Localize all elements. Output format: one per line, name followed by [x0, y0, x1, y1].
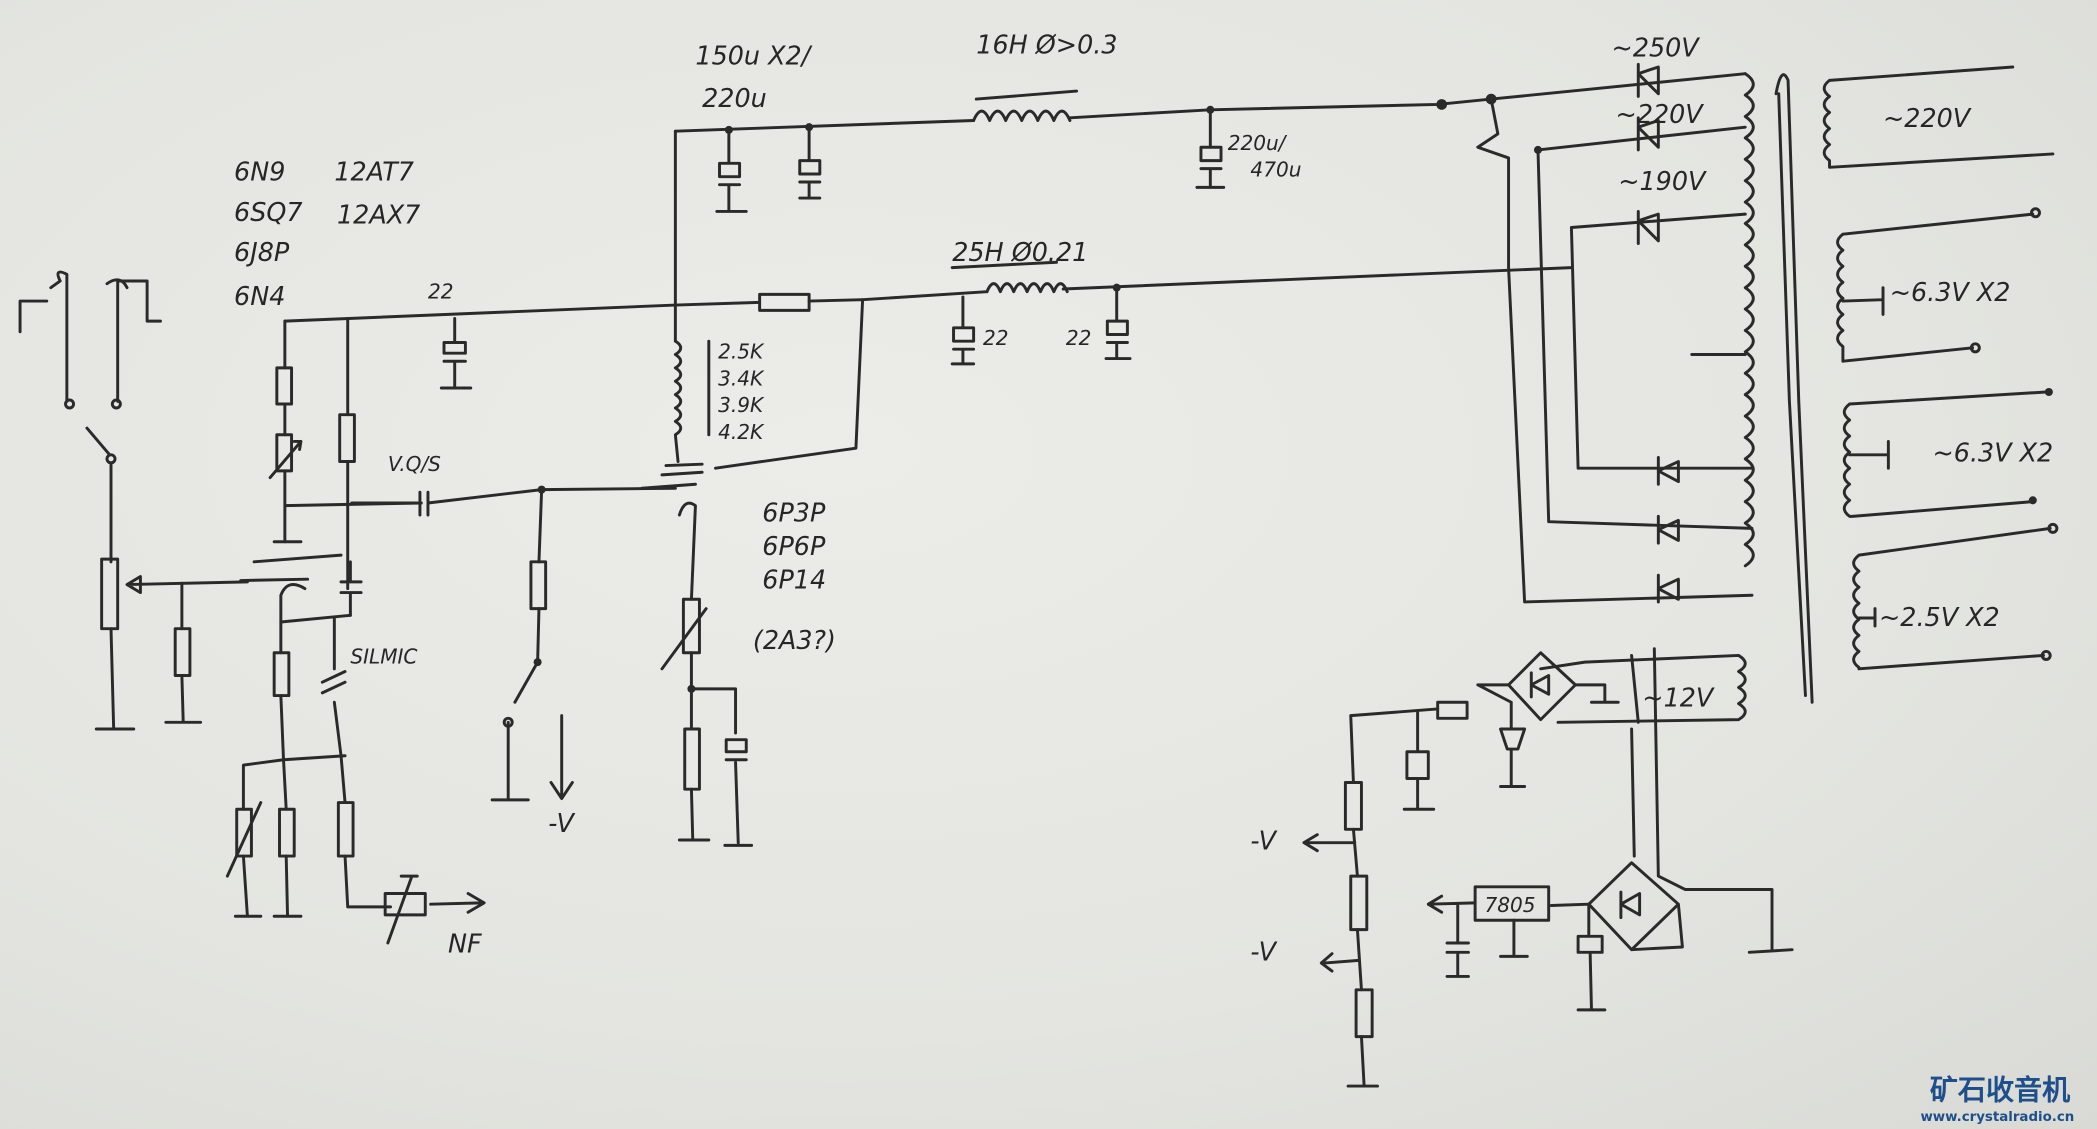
choke-1-label: 16H Ø>0.3 [976, 30, 1117, 60]
schematic-label: ~6.3V X2 [1933, 438, 2054, 468]
volume-pot [100, 557, 249, 724]
output-tube: 6P3P 6P6P 6P14 (2A3?) [640, 462, 836, 847]
schematic-label: ~2.5V X2 [1879, 602, 2000, 632]
schematic-label: 6J8P [234, 237, 290, 267]
preamp-tube-labels: 6N9 6SQ7 6J8P 6N4 12AT7 12AX7 [234, 157, 420, 311]
power-transformer: ~220V ~6.3V X2 ~6.3V X2 ~2.5V X2 [1690, 65, 2059, 704]
input-jacks [18, 270, 162, 410]
schematic-label: 4.2K [718, 420, 765, 444]
schematic-label: 6N9 [234, 157, 285, 187]
schematic-label: 220u [702, 83, 767, 113]
b-plus-filter: 150u X2/ 220u 16H Ø>0.3 220u/ 470u [673, 30, 1493, 213]
decoupling-cap-label: 22 [428, 279, 454, 303]
schematic-label: 22 [983, 326, 1009, 350]
schematic-label: -V [1250, 936, 1277, 966]
aux-winding-label: ~12V [1642, 682, 1715, 712]
schematic-label: 3.4K [718, 366, 765, 390]
schematic-label: 22 [1066, 326, 1092, 350]
bias-neg-v-label: -V [548, 808, 575, 838]
schematic-label: 6P14 [762, 565, 826, 595]
schematic-label: 12AX7 [337, 199, 420, 229]
schematic-label: -V [1250, 825, 1277, 855]
schematic-label: ~250V [1612, 32, 1701, 62]
primary-label: ~220V [1883, 103, 1972, 133]
schematic-label: www.crystalradio.cn [1920, 1110, 2074, 1125]
schematic-label: ~220V [1616, 99, 1705, 129]
choke-2-label: 25H Ø0.21 [952, 237, 1088, 267]
filter-caps-label: 150u X2/ [695, 40, 812, 70]
schematic-label: 3.9K [718, 393, 765, 417]
schematic-label: 2.5K [718, 340, 765, 364]
input-selector-switch [85, 426, 136, 731]
schematic-label: 12AT7 [334, 157, 414, 187]
silmic-label: SILMIC [350, 644, 417, 668]
schematic-label: ~190V [1618, 166, 1707, 196]
schematic-label: 6P6P [762, 531, 826, 561]
schematic-label: ~6.3V X2 [1890, 277, 2011, 307]
coupling-cap-label: V.Q/S [388, 452, 441, 476]
regulator-label: 7805 [1484, 893, 1535, 917]
screen-supply-filter: 25H Ø0.21 22 22 [861, 237, 1573, 366]
hv-rectifier: ~250V ~220V ~190V [1436, 32, 1754, 604]
lv-supply: -V -V ~12V 7805 [1250, 647, 1794, 1088]
output-transformer: 2.5K 3.4K 3.9K 4.2K [673, 129, 865, 470]
schematic-label: 6N4 [234, 281, 285, 311]
preamp-circuit: NF SILMIC 22 V.Q/S -V [225, 279, 677, 958]
nf-label: NF [448, 928, 482, 958]
schematic-label: 矿石收音机 [1930, 1073, 2070, 1106]
schematic-label: (2A3?) [753, 625, 836, 655]
schematic-label: 6P3P [762, 498, 826, 528]
schematic-label: 6SQ7 [234, 197, 302, 227]
watermark-logo: 矿石收音机 www.crystalradio.cn [1920, 1073, 2074, 1124]
schematic-label: 220u/ [1228, 131, 1288, 155]
schematic-label: 470u [1250, 158, 1301, 182]
